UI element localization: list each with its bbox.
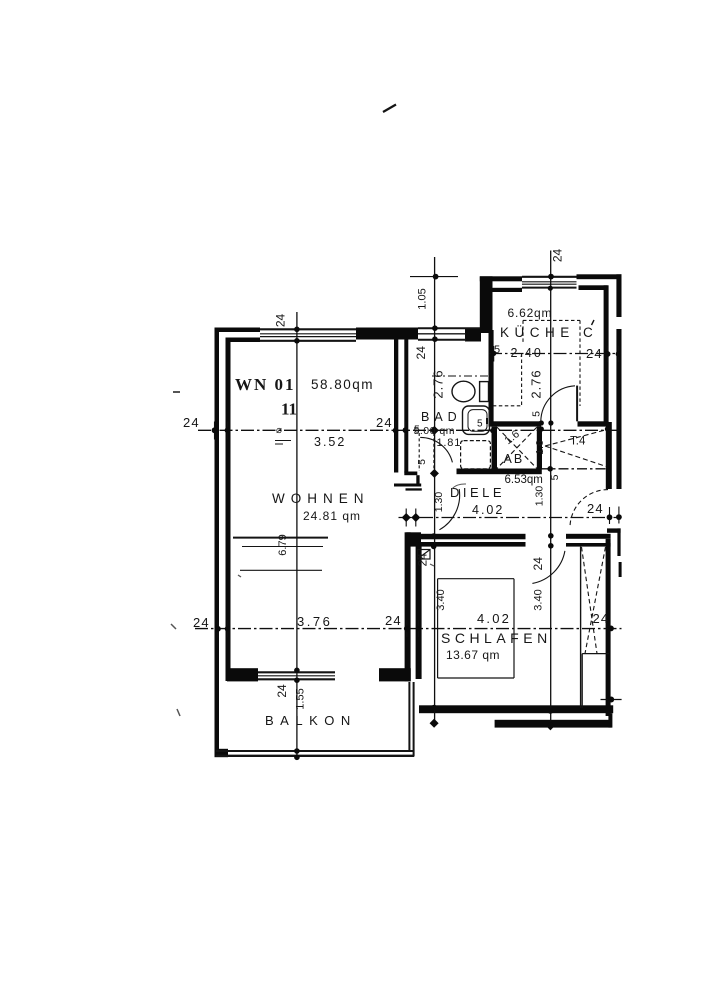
svg-text:3.52: 3.52 bbox=[314, 435, 346, 449]
svg-text:2.76: 2.76 bbox=[431, 369, 446, 398]
svg-text:2.76: 2.76 bbox=[529, 369, 544, 398]
svg-text:6.62qm: 6.62qm bbox=[508, 306, 553, 320]
svg-text:24.81 qm: 24.81 qm bbox=[303, 509, 361, 523]
svg-text:24: 24 bbox=[376, 415, 393, 430]
svg-text:24: 24 bbox=[593, 611, 610, 626]
svg-text:1.55: 1.55 bbox=[295, 688, 307, 709]
svg-text:BALKON: BALKON bbox=[265, 713, 357, 728]
svg-text:⌀: ⌀ bbox=[276, 425, 282, 436]
svg-text:24: 24 bbox=[587, 501, 604, 516]
svg-text:24: 24 bbox=[193, 615, 210, 630]
svg-text:SCHLAFEN: SCHLAFEN bbox=[441, 630, 552, 646]
svg-text:11: 11 bbox=[281, 400, 297, 419]
svg-text:WN 01: WN 01 bbox=[235, 375, 296, 394]
svg-text:3.40: 3.40 bbox=[435, 589, 447, 610]
svg-text:1.30: 1.30 bbox=[433, 492, 445, 513]
svg-text:WOHNEN: WOHNEN bbox=[272, 491, 370, 506]
svg-text:24: 24 bbox=[531, 557, 545, 571]
svg-text:T.4: T.4 bbox=[570, 436, 586, 448]
svg-text:24: 24 bbox=[385, 613, 402, 628]
svg-text:24: 24 bbox=[416, 553, 430, 567]
svg-text:DIELE: DIELE bbox=[450, 485, 505, 500]
svg-text:24: 24 bbox=[275, 684, 289, 698]
svg-text:3.40: 3.40 bbox=[533, 589, 545, 610]
svg-text:4.02: 4.02 bbox=[472, 503, 504, 517]
svg-text:24: 24 bbox=[274, 314, 288, 328]
svg-text:6.79: 6.79 bbox=[277, 534, 289, 555]
svg-text:1.30: 1.30 bbox=[534, 486, 546, 507]
svg-text:5: 5 bbox=[494, 344, 500, 356]
svg-text:2.40: 2.40 bbox=[511, 346, 543, 360]
svg-text:58.80qm: 58.80qm bbox=[311, 377, 374, 392]
svg-text:24: 24 bbox=[586, 346, 603, 361]
svg-text:1.81: 1.81 bbox=[437, 437, 462, 449]
svg-text:5.00 qm: 5.00 qm bbox=[414, 425, 455, 437]
svg-text:6.53qm: 6.53qm bbox=[505, 474, 543, 486]
svg-text:KÜCHE: KÜCHE bbox=[500, 325, 575, 340]
svg-text:5: 5 bbox=[416, 459, 428, 465]
svg-text:5: 5 bbox=[414, 424, 420, 436]
svg-text:1.05: 1.05 bbox=[417, 288, 429, 309]
svg-text:BAD: BAD bbox=[421, 410, 462, 424]
svg-text:24: 24 bbox=[551, 249, 565, 263]
svg-text:3.76: 3.76 bbox=[297, 614, 332, 629]
svg-text:AB: AB bbox=[504, 452, 525, 466]
svg-text:24: 24 bbox=[183, 415, 200, 430]
svg-text:24: 24 bbox=[414, 346, 428, 360]
svg-text:1.6: 1.6 bbox=[534, 440, 546, 455]
svg-text:5: 5 bbox=[549, 474, 561, 480]
svg-text:13.67 qm: 13.67 qm bbox=[446, 648, 500, 662]
svg-text:C: C bbox=[583, 325, 593, 340]
svg-text:5: 5 bbox=[477, 419, 483, 430]
svg-text:4.02: 4.02 bbox=[477, 611, 511, 626]
svg-text:5: 5 bbox=[531, 411, 543, 417]
